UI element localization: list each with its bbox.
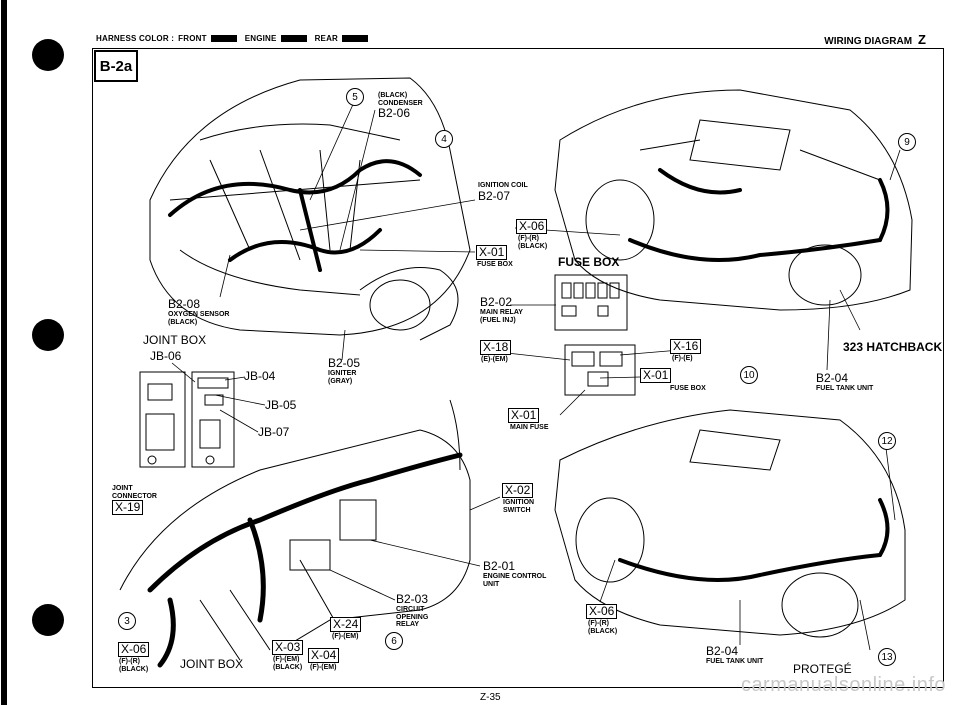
callout-10: 10 [740,366,758,384]
joint-box-bottom-title: JOINT BOX [180,657,244,671]
diagram-frame [92,48,944,688]
b2-08-label: B2-08 [168,297,201,311]
watermark: carmanualsonline.info [740,674,946,696]
hatchback-title: 323 HATCHBACK [843,340,943,354]
b2-03-label: B2-03 [396,592,429,606]
wiring-diagram-title: WIRING DIAGRAM [824,36,913,47]
callout-9: 9 [898,133,916,151]
callout-4: 4 [435,130,453,148]
x-06-left-sub: (F)-(R) (BLACK) [119,658,149,673]
joint-connector-sub: JOINT CONNECTOR [112,485,157,500]
rear-label: REAR [314,34,339,43]
b2-04-bottom-sub: FUEL TANK UNIT [706,658,764,665]
x-03-sub: (F)-(EM) (BLACK) [273,656,303,671]
rear-swatch [342,35,369,42]
page-number: Z-35 [480,692,501,703]
binding-edge [1,0,64,705]
engine-label: ENGINE [244,34,277,43]
joint-box-title: JOINT BOX [143,333,207,347]
front-label: FRONT [178,34,207,43]
callout-5: 5 [346,88,364,106]
section-tag: B-2a [94,50,138,82]
jb-04-label: JB-04 [244,369,276,383]
x-02-sub: IGNITION SWITCH [503,499,535,514]
x-06-top-connector: X-06 [516,219,548,234]
b2-03-sub: CIRCUIT OPENING RELAY [396,606,429,628]
x-18-sub: (E)-(EM) [481,356,508,363]
harness-color-legend: HARNESS COLOR : FRONT ENGINE REAR [96,34,372,43]
callout-6: 6 [385,632,403,650]
x-01-top-sub: FUSE BOX [477,261,513,268]
x-06-right-sub: (F)-(R) (BLACK) [588,620,618,635]
x-01-main-sub: MAIN FUSE [510,424,549,431]
b2-02-label: B2-02 [480,295,513,309]
x-06-right-connector: X-06 [586,604,618,619]
x-01-mid-sub: FUSE BOX [670,385,706,392]
jb-05-label: JB-05 [265,398,297,412]
x-18-connector: X-18 [480,340,512,355]
x-01-mid-connector: X-01 [640,368,672,383]
b2-06-label: B2-06 [378,106,411,120]
x-19-connector: X-19 [112,500,144,515]
b2-04-bottom-label: B2-04 [706,644,739,658]
x-16-connector: X-16 [670,339,702,354]
b2-02-sub: MAIN RELAY (FUEL INJ) [480,309,523,324]
front-swatch [210,35,237,42]
x-06-left-connector: X-06 [118,642,150,657]
x-04-sub: (F)-(EM) [310,664,337,671]
x-01-main-connector: X-01 [508,408,540,423]
section-letter: Z [918,32,926,47]
callout-12: 12 [878,432,896,450]
callout-3: 3 [118,612,136,630]
b2-05-label: B2-05 [328,356,361,370]
b2-01-label: B2-01 [483,559,516,573]
diagram-title: WIRING DIAGRAM Z [824,32,926,47]
x-16-sub: (F)-(E) [672,355,693,362]
b2-04-top-sub: FUEL TANK UNIT [816,385,874,392]
engine-swatch [280,35,307,42]
b2-04-top-label: B2-04 [816,371,849,385]
x-24-connector: X-24 [330,617,362,632]
fuse-box-title: FUSE BOX [558,255,620,269]
x-04-connector: X-04 [308,648,340,663]
condenser-sub: (BLACK) CONDENSER [378,92,423,107]
ignition-coil-sub: IGNITION COIL [478,182,528,189]
x-03-connector: X-03 [272,640,304,655]
b2-01-sub: ENGINE CONTROL UNIT [483,573,547,588]
x-01-top-connector: X-01 [476,245,508,260]
b2-05-sub: IGNITER (GRAY) [328,370,357,385]
b2-07-label: B2-07 [478,189,511,203]
x-24-sub: (F)-(EM) [332,633,359,640]
jb-06-label: JB-06 [150,349,182,363]
x-06-top-sub: (F)-(R) (BLACK) [518,235,548,250]
harness-color-label: HARNESS COLOR : [96,34,175,43]
callout-13: 13 [878,648,896,666]
jb-07-label: JB-07 [258,425,290,439]
b2-08-sub: OXYGEN SENSOR (BLACK) [168,311,230,326]
x-02-connector: X-02 [502,483,534,498]
protege-title: PROTEGÉ [793,662,852,676]
